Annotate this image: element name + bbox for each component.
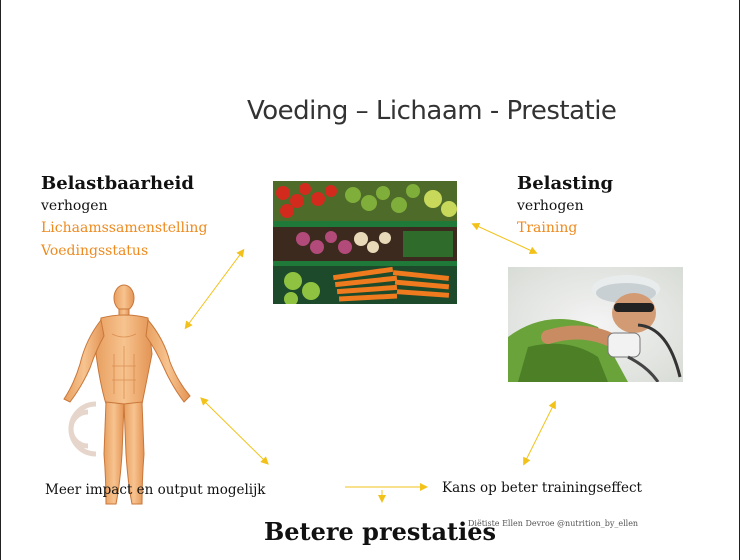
left-item-1: Lichaamssamenstelling	[41, 220, 207, 236]
bottom-left-text: Meer impact en output mogelijk	[45, 482, 265, 498]
right-heading: Belasting	[517, 173, 613, 194]
credit-text: Diëtiste Ellen Devroe @nutrition_by_elle…	[468, 519, 638, 528]
human-anatomy-figure	[56, 284, 201, 509]
conclusion-text: Betere prestaties	[264, 517, 496, 546]
cyclist-photo	[508, 267, 683, 382]
right-sub: verhogen	[517, 198, 584, 214]
right-item-1: Training	[517, 220, 577, 236]
left-sub: verhogen	[41, 198, 108, 214]
vegetable-market-photo	[273, 181, 457, 304]
slide-title: Voeding – Lichaam - Prestatie	[247, 96, 616, 126]
left-item-2: Voedingsstatus	[41, 243, 148, 259]
left-heading: Belastbaarheid	[41, 173, 194, 194]
bottom-right-text: Kans op beter trainingseffect	[442, 480, 642, 496]
